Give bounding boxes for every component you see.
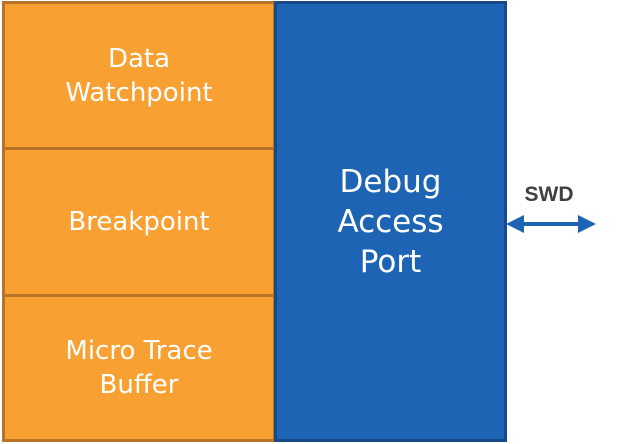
debug-access-port-label: Debug Access Port [337,163,444,280]
micro-trace-buffer-label: Micro Trace Buffer [65,336,213,400]
breakpoint-label: Breakpoint [68,207,210,237]
debug-access-port-block: Debug Access Port [274,1,507,442]
data-watchpoint-block: Data Watchpoint [2,1,276,150]
breakpoint-block: Breakpoint [2,147,276,297]
micro-trace-buffer-block: Micro Trace Buffer [2,294,276,442]
swd-label: SWD [524,183,574,206]
data-watchpoint-label: Data Watchpoint [65,43,213,108]
double-headed-arrow-icon [506,215,596,233]
